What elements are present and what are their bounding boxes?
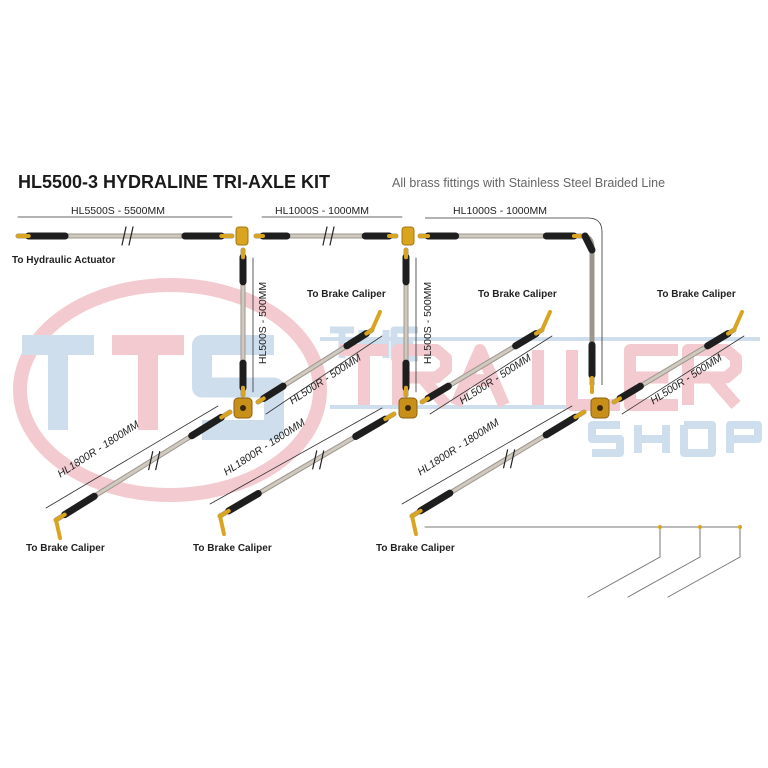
watermark-logo (13, 278, 762, 502)
distribution-block-2-port (405, 405, 411, 411)
hose-long-1-sleeve (188, 413, 225, 440)
hose-long-1-sleeve (61, 492, 98, 519)
schematic-fitting (698, 525, 702, 529)
hose-bridge-1-break-mark (329, 226, 335, 246)
caliper-fitting-short-2 (540, 310, 552, 332)
hose-label-main: HL5500S - 5500MM (71, 205, 165, 217)
hose-bridge-2-sleeve (581, 232, 596, 254)
hose-short-1-fitting (256, 396, 266, 404)
page-title: HL5500-3 HYDRALINE TRI-AXLE KIT (18, 172, 330, 192)
watermark-shop-glyph (726, 421, 762, 453)
hose-long-3-fitting (573, 410, 586, 420)
schematic-branch (587, 556, 661, 598)
distribution-block-1-port (240, 405, 246, 411)
destination-caliper-top-1: To Brake Caliper (307, 289, 386, 300)
hose-layout (15, 216, 745, 598)
hose-long-3-sleeve (417, 489, 454, 515)
hose-main-break-mark (121, 226, 127, 246)
watermark-ring (13, 278, 327, 502)
watermark-rule (320, 337, 760, 341)
dim-line-long-1 (45, 405, 219, 509)
schematic-branch (627, 556, 701, 598)
hose-long-2-break-mark (312, 450, 318, 470)
dim-line-bridge-2 (425, 217, 603, 385)
schematic-fitting (738, 525, 742, 529)
dim-line-short-2 (429, 335, 553, 415)
hose-long-2-sleeve (225, 490, 262, 515)
hose-short-3-sleeve (616, 382, 644, 402)
schematic-fitting (658, 525, 662, 529)
watermark-rule (330, 405, 580, 409)
schematic-branch (667, 556, 741, 598)
hose-short-3-fitting (612, 396, 622, 404)
destination-caliper-top-3: To Brake Caliper (657, 289, 736, 300)
hose-long-3-break-mark (503, 449, 509, 469)
caliper-fitting-long-2 (218, 514, 226, 536)
watermark-shop-glyph (588, 421, 624, 457)
hose-label-bridge-1: HL1000S - 1000MM (275, 205, 369, 217)
destination-actuator: To Hydraulic Actuator (12, 255, 115, 266)
hose-long-2-fitting (383, 412, 396, 422)
watermark-monogram-glyph (192, 335, 284, 440)
watermark-shop-glyph (680, 421, 716, 457)
watermark-trailer-glyph (707, 373, 741, 409)
hose-short-2-sleeve (512, 330, 540, 350)
hose-short-3-sleeve (704, 330, 732, 350)
dim-line-short-3 (621, 335, 745, 415)
hose-long-1-break-mark (148, 451, 154, 471)
hose-long-3-break-mark (510, 449, 516, 469)
watermark-trailer-glyph (566, 350, 620, 411)
watermark-trailer-glyph (450, 344, 510, 408)
watermark-trailer-glyph (392, 344, 452, 405)
hose-main-break-mark (128, 226, 134, 246)
hose-label-drop-1: HL500S - 500MM (257, 282, 269, 364)
page-subtitle: All brass fittings with Stainless Steel … (392, 176, 665, 190)
hose-bridge-1-break-mark (322, 226, 328, 246)
watermark-trailer-glyph (682, 344, 742, 405)
dim-line-short-1 (265, 335, 383, 415)
tee-fitting-1 (235, 226, 249, 246)
hose-label-bridge-2: HL1000S - 1000MM (453, 205, 547, 217)
dim-line-long-3 (401, 405, 573, 505)
caliper-fitting-short-3 (732, 310, 744, 332)
hose-long-1-break-mark (155, 451, 161, 471)
destination-caliper-bottom-2: To Brake Caliper (193, 543, 272, 554)
hose-short-2-fitting (420, 396, 430, 404)
caliper-fitting-long-1 (54, 518, 62, 540)
hose-label-long-1: HL1800R - 1800MM (55, 419, 141, 481)
caliper-fitting-short-1 (370, 310, 382, 332)
hose-label-drop-2: HL500S - 500MM (422, 282, 434, 364)
destination-caliper-bottom-3: To Brake Caliper (376, 543, 455, 554)
destination-caliper-bottom-1: To Brake Caliper (26, 543, 105, 554)
caliper-fitting-long-3 (410, 514, 418, 536)
destination-caliper-top-2: To Brake Caliper (478, 289, 557, 300)
hose-long-1-fitting (219, 410, 232, 420)
hose-short-1-sleeve (343, 330, 370, 350)
hose-short-2-sleeve (424, 382, 452, 402)
hose-short-1-sleeve (260, 382, 287, 402)
hose-long-2-break-mark (319, 450, 325, 470)
hose-long-2-sleeve (352, 415, 389, 440)
dim-line-long-2 (209, 407, 383, 505)
hose-long-3-sleeve (542, 413, 579, 439)
distribution-block-3-port (597, 405, 603, 411)
tee-fitting-2 (401, 226, 415, 246)
